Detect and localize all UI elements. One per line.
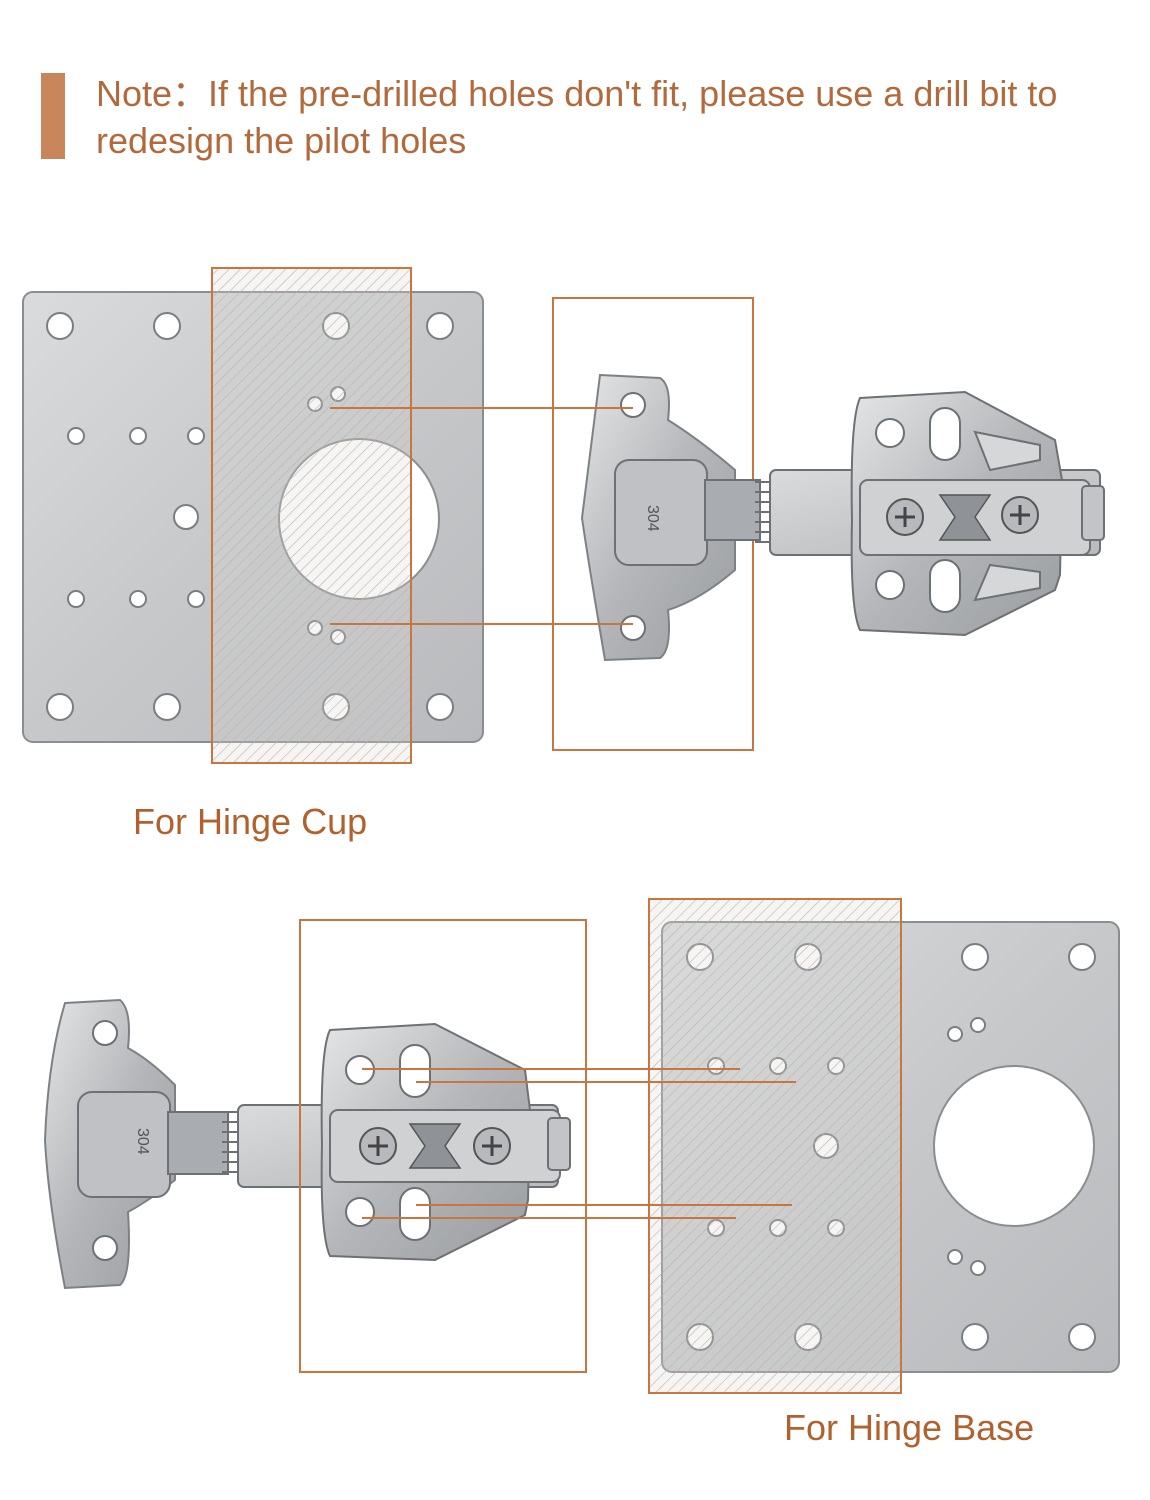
base-area-highlight-frame bbox=[648, 898, 902, 1394]
note-text: Note：If the pre-drilled holes don't fit,… bbox=[96, 73, 1058, 161]
adjustment-screw-icon bbox=[886, 498, 924, 536]
hinge-base-highlight-frame bbox=[299, 919, 587, 1373]
cup-area-highlight-frame bbox=[211, 267, 412, 764]
hinge-bottom: 304 bbox=[43, 998, 571, 1290]
hinge-top: 304 bbox=[580, 373, 1105, 662]
caption-hinge-base: For Hinge Base bbox=[784, 1407, 1035, 1448]
top-connector-lines bbox=[330, 407, 633, 625]
hinge-stamp-304: 304 bbox=[644, 505, 661, 532]
hinge-stamp-304: 304 bbox=[134, 1128, 151, 1155]
note-accent-bar bbox=[41, 73, 65, 159]
depth-screw-icon bbox=[1001, 496, 1039, 534]
adjustment-screw-icon bbox=[359, 1127, 397, 1165]
depth-screw-icon bbox=[473, 1127, 511, 1165]
hinge-cup-cutout bbox=[933, 1065, 1095, 1227]
caption-hinge-cup: For Hinge Cup bbox=[133, 801, 368, 842]
bottom-connector-lines bbox=[362, 1068, 796, 1219]
